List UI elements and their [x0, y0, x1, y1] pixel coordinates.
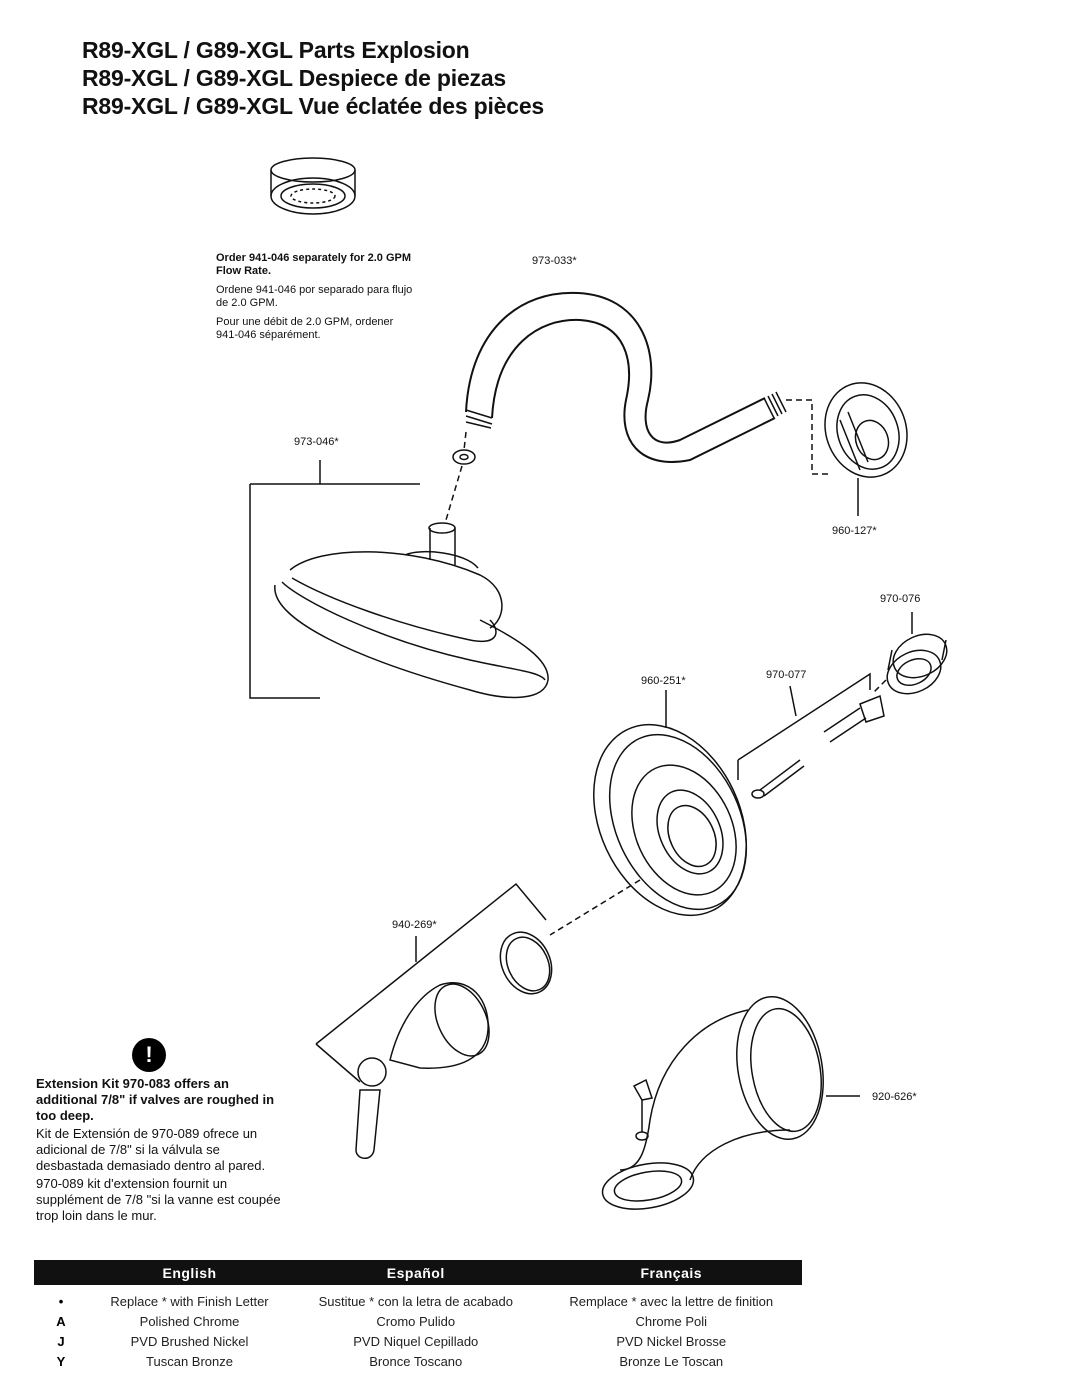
title-spanish: R89-XGL / G89-XGL Despiece de piezas: [82, 65, 507, 91]
shower-head-part: [274, 522, 549, 699]
callout-tub-spout: 920-626*: [872, 1091, 917, 1103]
extension-kit-note: Extension Kit 970-083 offers an addition…: [36, 1076, 286, 1226]
shower-arm-part: [465, 291, 787, 463]
legend-key: J: [57, 1333, 65, 1349]
flow-note-spanish: Ordene 941-046 por separado para flujo d…: [216, 284, 413, 309]
extension-note-english: Extension Kit 970-083 offers an addition…: [36, 1076, 275, 1123]
oring-part: [499, 931, 553, 995]
legend-key: Y: [56, 1353, 66, 1369]
legend-french: PVD Nickel Brosse: [616, 1333, 727, 1349]
callout-sleeve: 970-076: [880, 593, 920, 605]
legend-header-spanish: Español: [291, 1260, 541, 1285]
callout-shower-head: 973-046*: [294, 436, 339, 448]
legend-spanish: Cromo Pulido: [376, 1313, 456, 1329]
flow-restrictor-part: [270, 157, 356, 215]
legend-english: Polished Chrome: [139, 1313, 240, 1329]
title-english: R89-XGL / G89-XGL Parts Explosion: [82, 37, 470, 63]
legend-header-row: English Español Français: [34, 1260, 802, 1285]
legend-row: A Polished Chrome Cromo Pulido Chrome Po…: [34, 1311, 802, 1331]
arm-flange-part: [824, 382, 908, 478]
washer-part: [452, 449, 476, 465]
legend-french: Remplace * avec la lettre de finition: [569, 1293, 774, 1309]
tub-spout-part: [601, 995, 824, 1210]
legend-key: A: [56, 1313, 66, 1329]
legend-header-english: English: [88, 1260, 292, 1285]
extension-note-french: 970-089 kit d'extension fournit un suppl…: [36, 1176, 281, 1223]
callout-screw-kit: 970-077: [766, 669, 806, 681]
screw-parts: [751, 694, 885, 799]
legend-row: J PVD Brushed Nickel PVD Niquel Cepillad…: [34, 1331, 802, 1351]
legend-header-blank: [34, 1260, 88, 1285]
flow-note-french: Pour une débit de 2.0 GPM, ordener 941-0…: [216, 316, 394, 341]
flow-rate-note: Order 941-046 separately for 2.0 GPM Flo…: [216, 252, 416, 348]
assembly-line-flange: [786, 399, 830, 475]
leader-screw-kit: [789, 685, 797, 717]
finish-legend-table: English Español Français • Replace * wit…: [34, 1260, 802, 1371]
sleeve-part: [886, 633, 948, 695]
legend-row: Y Tuscan Bronze Bronce Toscano Bronze Le…: [34, 1351, 802, 1371]
legend-spanish: Bronce Toscano: [369, 1353, 463, 1369]
legend-english: Tuscan Bronze: [146, 1353, 233, 1369]
callout-arm-flange: 960-127*: [832, 525, 877, 537]
title-french: R89-XGL / G89-XGL Vue éclatée des pièces: [82, 93, 545, 119]
callout-shower-arm: 973-033*: [532, 255, 577, 267]
bracket-screw-kit: [737, 672, 871, 780]
legend-french: Bronze Le Toscan: [619, 1353, 724, 1369]
assembly-line-escutcheon: [549, 879, 641, 936]
legend-spanish: Sustitue * con la letra de acabado: [318, 1293, 513, 1309]
page-titles: R89-XGL / G89-XGL Parts Explosion R89-XG…: [82, 36, 544, 120]
legend-row: • Replace * with Finish Letter Sustitue …: [34, 1285, 802, 1311]
callout-escutcheon: 960-251*: [641, 675, 686, 687]
assembly-line-arm-head: [445, 431, 467, 521]
escutcheon-part: [593, 723, 748, 917]
bracket-shower-head: [249, 484, 320, 699]
warning-icon: !: [132, 1038, 166, 1072]
legend-header-french: Français: [540, 1260, 802, 1285]
legend-french: Chrome Poli: [635, 1313, 708, 1329]
legend-spanish: PVD Niquel Cepillado: [353, 1333, 479, 1349]
bracket-handle-kit: [315, 882, 547, 1083]
legend-english: Replace * with Finish Letter: [110, 1293, 269, 1309]
handle-part: [355, 982, 490, 1159]
legend-english: PVD Brushed Nickel: [130, 1333, 249, 1349]
legend-key: •: [58, 1293, 64, 1309]
extension-note-spanish: Kit de Extensión de 970-089 ofrece un ad…: [36, 1126, 266, 1173]
assembly-line-sleeve: [871, 679, 887, 695]
flow-note-english: Order 941-046 separately for 2.0 GPM Flo…: [216, 252, 412, 277]
callout-handle-kit: 940-269*: [392, 919, 437, 931]
